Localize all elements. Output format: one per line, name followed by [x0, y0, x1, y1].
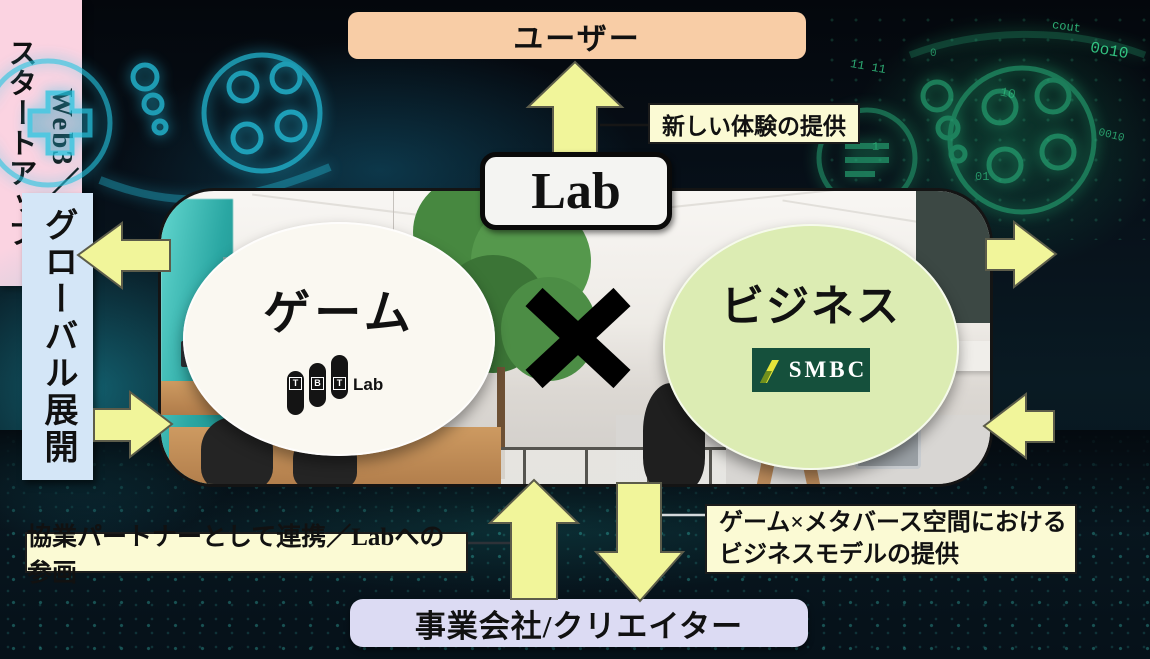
- hanging-lamp: [390, 191, 397, 239]
- game-ellipse: ゲーム T B T Lab: [183, 222, 495, 456]
- user-node-label: ユーザー: [513, 22, 641, 56]
- tbt-logo-text: Lab: [353, 375, 384, 394]
- binary-decoration: 1: [872, 140, 880, 154]
- new-experience-text: 新しい体験の提供: [662, 113, 846, 139]
- binary-decoration: 0o10: [1088, 38, 1130, 64]
- tbt-logo-bar: [309, 363, 326, 407]
- partner-collaboration-text: 協業パートナーとして連携／Labへの参画: [27, 523, 445, 587]
- business-model-text-line2: ビジネスモデルの提供: [719, 542, 959, 568]
- tbt-logo-letter: B: [311, 377, 324, 390]
- arrow-lab-to-user: [525, 60, 625, 155]
- arrow-to-web3: [985, 219, 1058, 290]
- tbt-logo-letter: T: [289, 377, 302, 390]
- business-title: ビジネス: [721, 284, 901, 331]
- smbc-logo-text: SMBC: [788, 357, 868, 382]
- global-expansion-label: グローバル展開: [39, 207, 76, 466]
- business-model-text-line1: ゲーム×メタバース空間における: [719, 510, 1067, 536]
- business-model-callout: ゲーム×メタバース空間における ビジネスモデルの提供: [705, 504, 1077, 574]
- binary-decoration: 01: [975, 170, 990, 184]
- tbt-logo-letter: T: [333, 377, 346, 390]
- user-node: ユーザー: [348, 12, 806, 59]
- plant-foliage: [501, 277, 597, 381]
- business-creator-node: 事業会社/クリエイター: [350, 599, 808, 647]
- business-creator-label: 事業会社/クリエイター: [414, 608, 744, 644]
- business-ellipse: ビジネス SMBC: [663, 224, 959, 470]
- tbt-lab-logo: T B T Lab: [281, 355, 397, 421]
- plant-trunk: [497, 367, 505, 479]
- lab-node-label: Lab: [531, 162, 621, 220]
- arrow-from-web3: [982, 391, 1055, 461]
- global-expansion-node: グローバル展開: [22, 193, 93, 480]
- arrow-partner-to-lab: [487, 478, 581, 600]
- binary-decoration: 0010: [1096, 126, 1126, 146]
- game-title: ゲーム: [263, 288, 415, 340]
- new-experience-callout: 新しい体験の提供: [648, 103, 860, 144]
- binary-decoration: 0: [930, 48, 937, 60]
- binary-decoration: 10: [998, 84, 1017, 103]
- lab-node: Lab: [480, 152, 672, 230]
- binary-decoration: 11 11: [849, 56, 887, 78]
- smbc-rising-mark-icon: [759, 360, 779, 383]
- web3-label-line1: Web3／: [46, 88, 78, 198]
- tbt-logo-bar: [287, 371, 304, 415]
- partner-collaboration-callout: 協業パートナーとして連携／Labへの参画: [25, 524, 468, 587]
- binary-decoration: cout: [1051, 18, 1082, 36]
- arrow-lab-to-partner: [593, 482, 686, 603]
- smbc-logo: SMBC: [752, 348, 870, 392]
